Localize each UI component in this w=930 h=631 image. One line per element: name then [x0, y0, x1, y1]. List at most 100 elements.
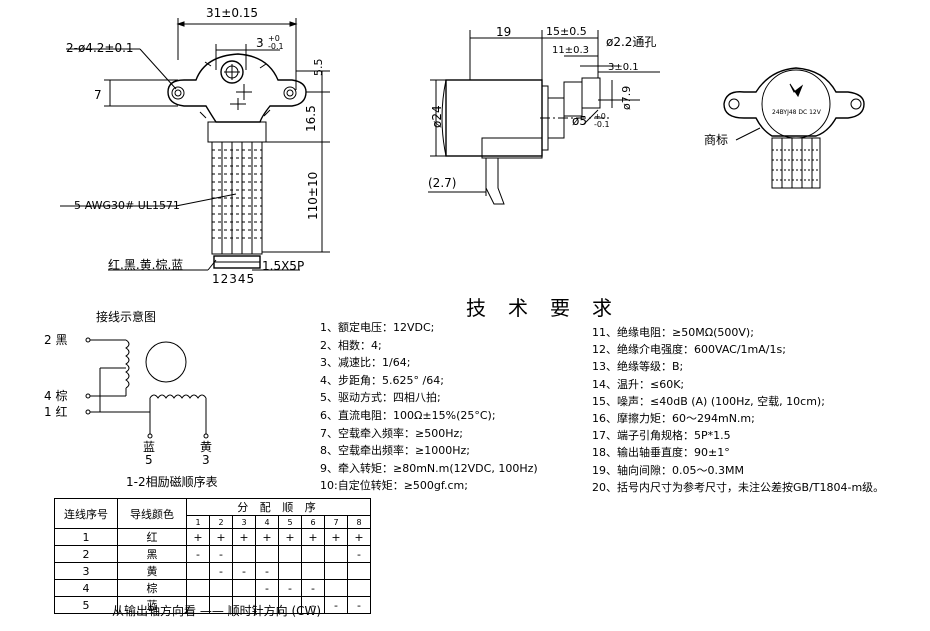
rotation-footnote: 从输出轴方向看 —— 顺时针方向 (CW): [112, 604, 322, 618]
tech-item: 12、绝缘介电强度：600VAC/1mA/1s;: [592, 343, 786, 357]
tech-item: 2、相数：4;: [320, 338, 382, 352]
row-color: 蓝: [117, 596, 187, 614]
sequence-cell: [232, 545, 256, 563]
sequence-cell: [324, 562, 348, 580]
sequence-cell: -: [347, 596, 371, 614]
row-number: 4: [54, 579, 118, 597]
tech-item: 1、额定电压：12VDC;: [320, 321, 435, 334]
col-header-distribution: 分 配 顺 序: [186, 498, 371, 516]
wiring-schematic: [85, 337, 209, 439]
motor-label-text: 24BYJ48 DC 12V: [772, 109, 821, 116]
dim-5-tol-down: -0.1: [594, 120, 610, 129]
wire-label-yellow: 黄: [200, 440, 213, 454]
tech-item: 17、端子引角规格：5P*1.5: [592, 429, 731, 443]
step-header: 3: [232, 515, 256, 529]
step-header: 5: [278, 515, 302, 529]
dim-7: 7: [94, 88, 102, 102]
dim-2-7: (2.7): [428, 176, 457, 190]
dim-24: ø24: [430, 105, 444, 128]
sequence-cell: [186, 562, 210, 580]
row-number: 2: [54, 545, 118, 563]
tech-item: 6、直流电阻：100Ω±15%(25°C);: [320, 408, 496, 422]
wire-label-blue: 蓝: [143, 440, 156, 454]
sequence-cell: [278, 562, 302, 580]
step-header: 1: [186, 515, 210, 529]
sequence-cell: -: [186, 545, 210, 563]
wire-number-3: 3: [202, 453, 210, 467]
dim-15: 15±0.5: [546, 25, 587, 38]
dim-width: 31±0.15: [206, 6, 259, 20]
wire-spec: 5-AWG30# UL1571: [74, 199, 180, 212]
side-view: [428, 30, 660, 205]
sequence-cell: [301, 562, 325, 580]
sequence-cell: [324, 579, 348, 597]
dim-11: 11±0.3: [552, 45, 590, 56]
tech-left-list: 1、额定电压：12VDC; 2、相数：4; 3、减速比：1/64; 4、步距角：…: [320, 319, 538, 495]
row-number: 3: [54, 562, 118, 580]
col-header-color: 导线颜色: [117, 498, 187, 529]
row-number: 1: [54, 528, 118, 546]
sequence-cell: [186, 579, 210, 597]
sequence-cell: -: [209, 545, 233, 563]
row-color: 黑: [117, 545, 187, 563]
sequence-cell: [324, 545, 348, 563]
col-header-seq: 连线序号: [54, 498, 118, 529]
tech-item: 14、温升：≤60K;: [592, 377, 685, 391]
wiring-title: 接线示意图: [96, 310, 157, 324]
tech-item: 20、括号内尺寸为参考尺寸，未注公差按GB/T1804-m级。: [592, 480, 885, 494]
tech-item: 10:自定位转矩：≥500gf.cm;: [320, 479, 468, 493]
tech-item: 16、摩擦力矩：60～294mN.m;: [592, 412, 755, 426]
wire-label-black: 2 黑: [44, 333, 68, 347]
tech-item: 7、空载牵入频率：≥500Hz;: [320, 426, 463, 440]
row-color: 棕: [117, 579, 187, 597]
step-header: 8: [347, 515, 371, 529]
pin-numbers: 12345: [212, 272, 256, 286]
dim-5-tol-up: +0: [594, 112, 606, 121]
sequence-cell: [347, 579, 371, 597]
sequence-cell: [232, 579, 256, 597]
connector-spec: 1.5X5P: [262, 259, 305, 273]
sequence-cell: -: [209, 562, 233, 580]
sequence-cell: [278, 545, 302, 563]
tech-item: 8、空载牵出频率：≥1000Hz;: [320, 444, 470, 458]
wire-label-brown: 4 棕: [44, 389, 68, 403]
sequence-cell: -: [255, 579, 279, 597]
dim-5: ø5: [572, 114, 587, 128]
sequence-cell: +: [209, 528, 233, 546]
tech-right-list: 11、绝缘电阻：≥50MΩ(500V); 12、绝缘介电强度：600VAC/1m…: [592, 324, 884, 496]
dim-holes: 2-ø4.2±0.1: [66, 41, 134, 55]
sequence-cell: +: [255, 528, 279, 546]
tech-item: 13、绝缘等级：B;: [592, 360, 684, 374]
dim-19: 19: [496, 25, 512, 39]
dim-shaft-tol-down: -0.1: [268, 42, 284, 51]
wire-colors: 红.黑.黄.棕.蓝: [108, 258, 184, 272]
sequence-cell: +: [347, 528, 371, 546]
row-number: 5: [54, 596, 118, 614]
row-color: 黄: [117, 562, 187, 580]
tech-item: 19、轴向间隙：0.05～0.3MM: [592, 463, 744, 477]
tech-item: 9、牵入转矩：≥80mN.m(12VDC, 100Hz): [320, 461, 538, 475]
trademark-label: 商标: [704, 133, 729, 147]
dim-110: 110±10: [306, 171, 320, 220]
sequence-cell: +: [324, 528, 348, 546]
sequence-cell: [209, 579, 233, 597]
dim-16-5: 16.5: [304, 105, 318, 132]
tech-item: 15、噪声：≤40dB (A) (100Hz, 空载, 10cm);: [592, 394, 825, 408]
step-header: 2: [209, 515, 233, 529]
row-color: 红: [117, 528, 187, 546]
sequence-cell: -: [255, 562, 279, 580]
sequence-cell: +: [232, 528, 256, 546]
tech-item: 3、减速比：1/64;: [320, 356, 411, 370]
sequence-cell: +: [186, 528, 210, 546]
sequence-cell: -: [278, 579, 302, 597]
tech-item: 4、步距角：5.625° /64;: [320, 373, 444, 387]
dim-7-9: ø7.9: [620, 85, 633, 110]
